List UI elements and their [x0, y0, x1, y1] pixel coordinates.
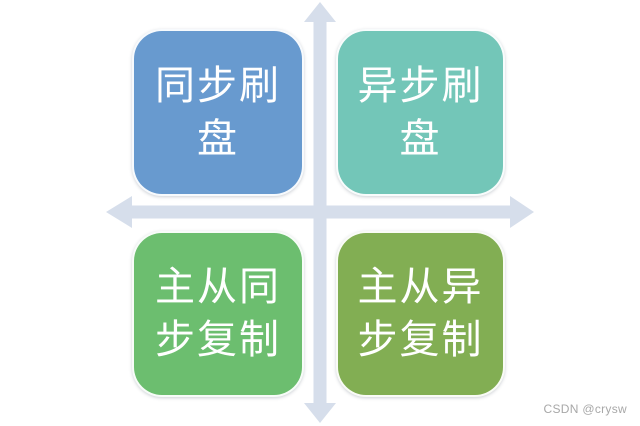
horizontal-axis-arrow-icon	[106, 196, 534, 228]
quadrant-bottom-left-label: 主从同 步复制	[155, 264, 281, 363]
watermark: CSDN @crysw	[543, 402, 627, 416]
quadrant-top-left: 同步刷 盘	[132, 29, 304, 196]
quadrant-top-right-label: 异步刷 盘	[357, 62, 484, 162]
quadrant-top-left-label: 同步刷 盘	[155, 62, 281, 162]
quadrant-bottom-left: 主从同 步复制	[132, 231, 304, 397]
quadrant-top-right: 异步刷 盘	[336, 29, 505, 196]
quadrant-bottom-right-label: 主从异 步复制	[357, 264, 484, 363]
quadrant-bottom-right: 主从异 步复制	[336, 231, 505, 397]
